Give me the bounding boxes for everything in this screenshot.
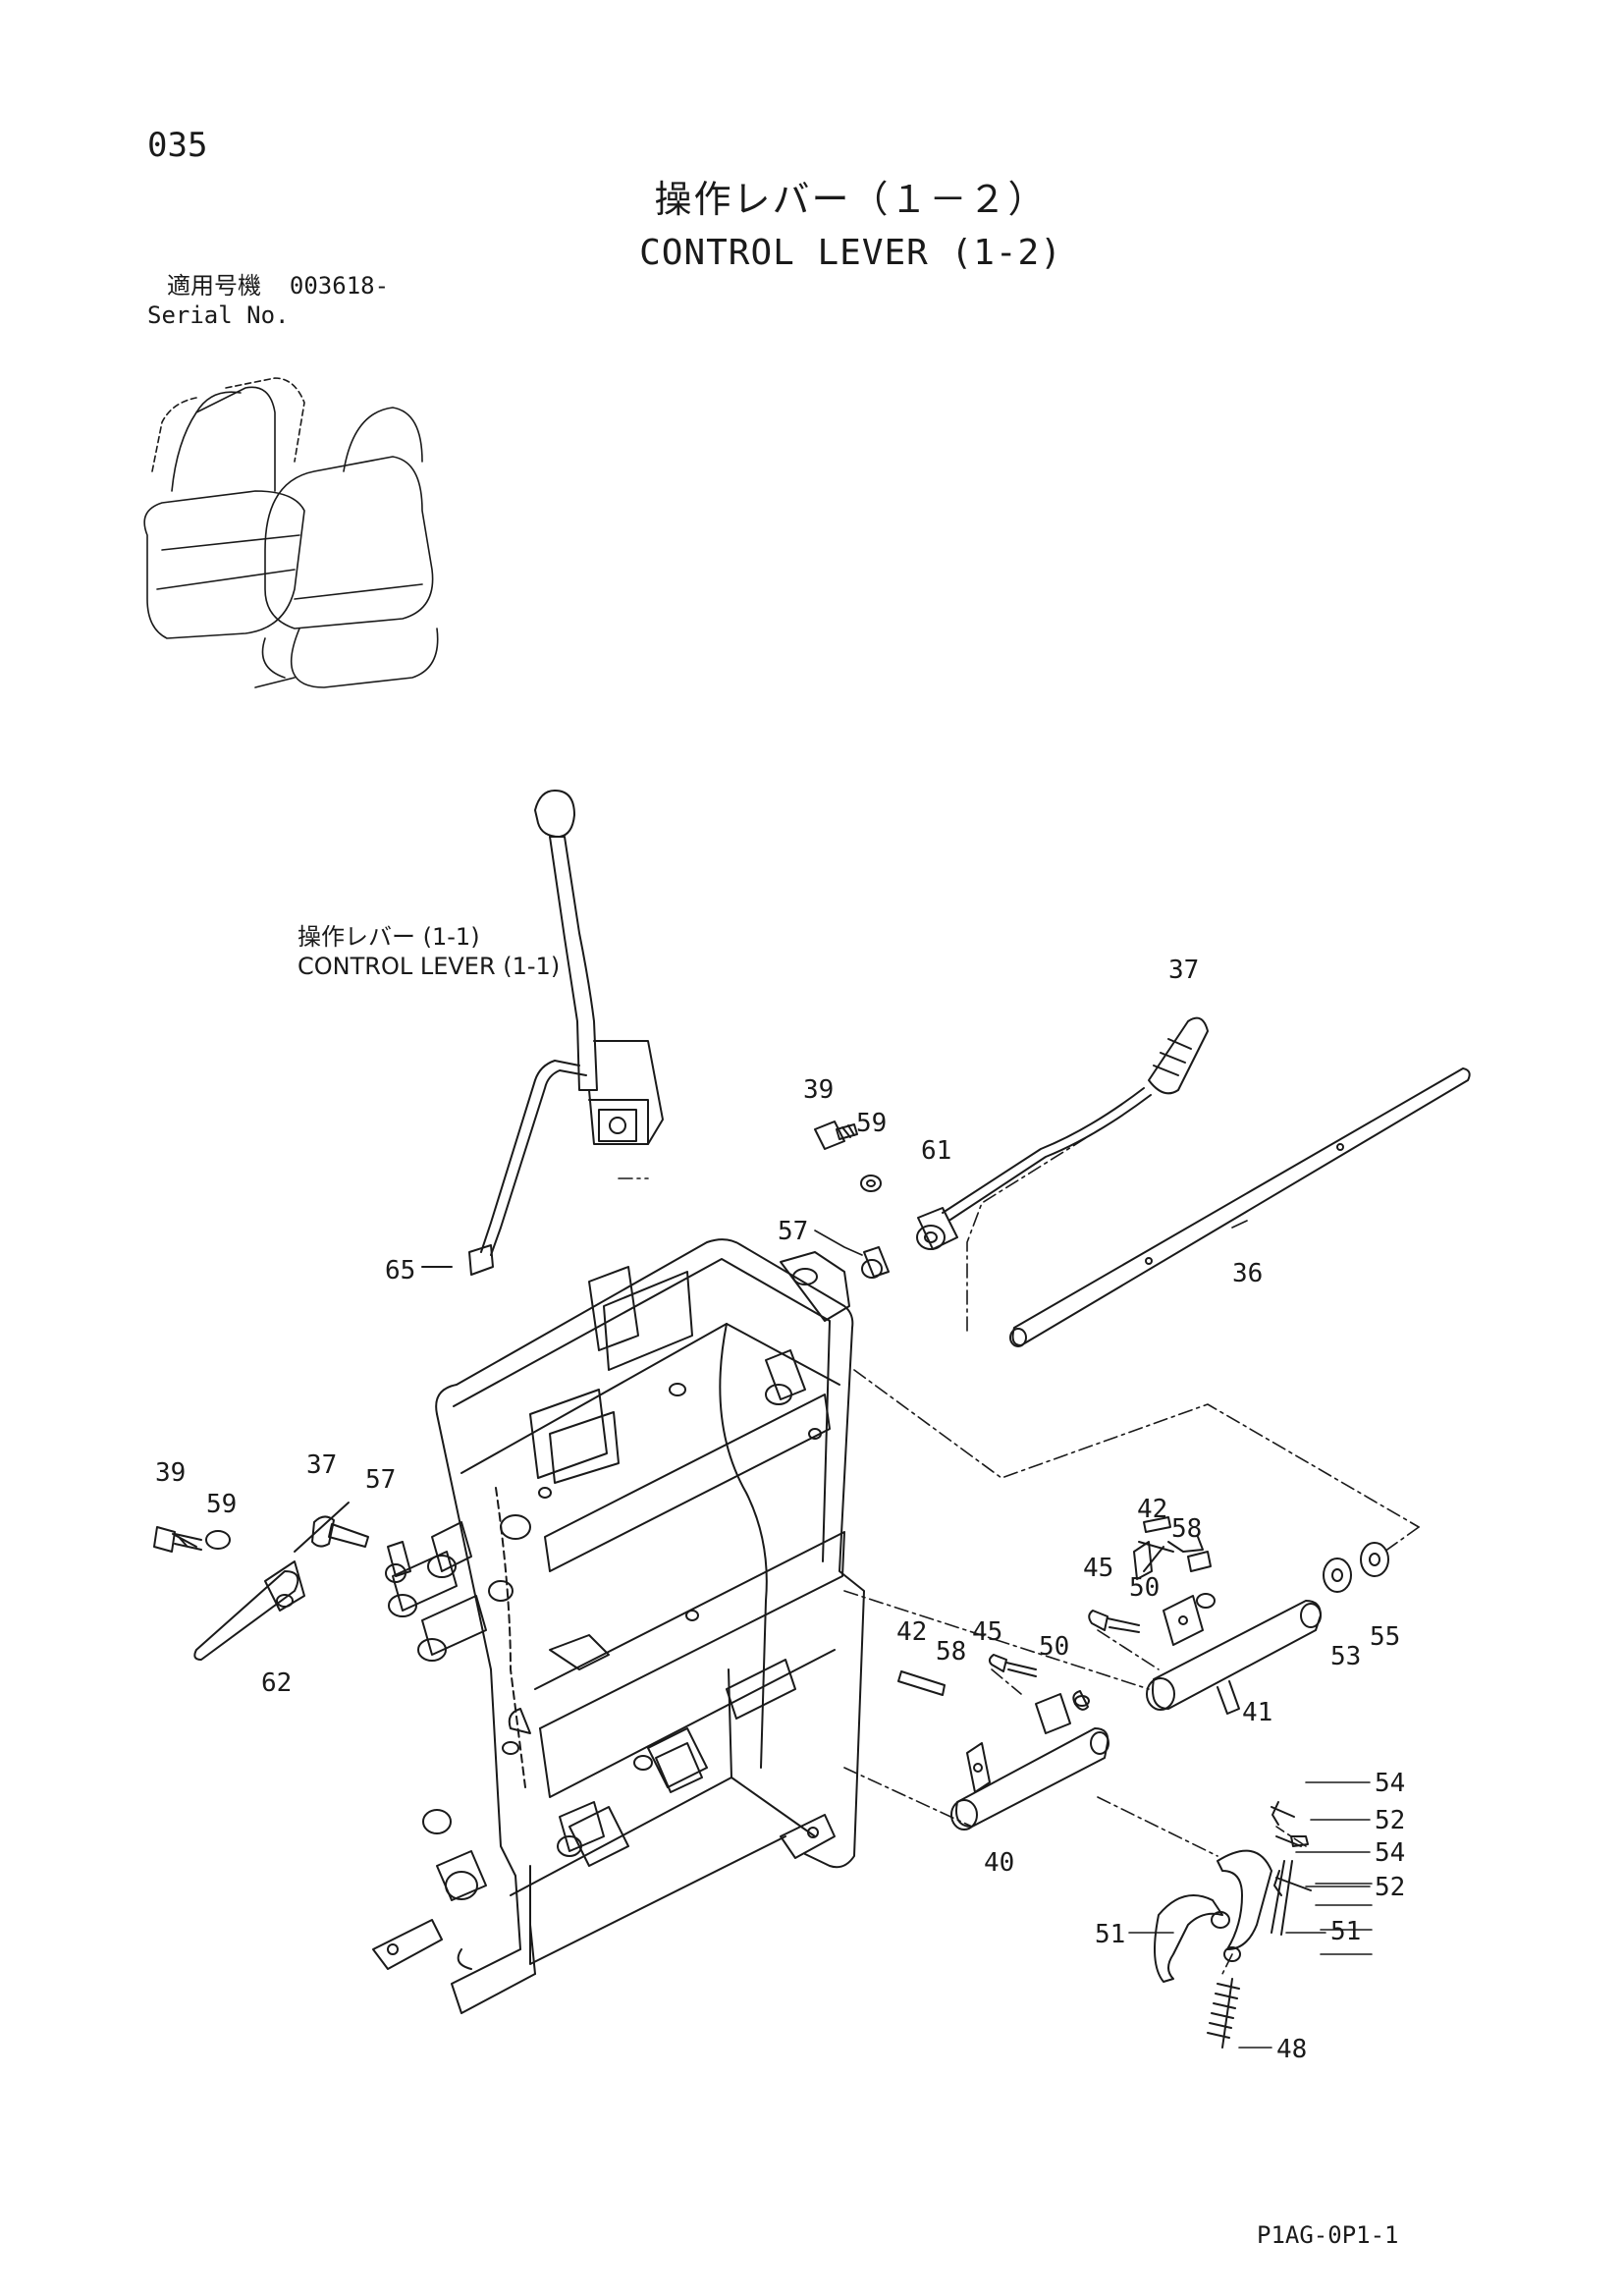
callout-42-left: 42 xyxy=(896,1617,927,1647)
callout-50-left: 50 xyxy=(1039,1632,1069,1662)
callout-52-a: 52 xyxy=(1375,1806,1405,1835)
serial-info: 適用号機 003618- Serial No. xyxy=(147,271,389,330)
serial-label-english: Serial No. xyxy=(147,301,290,329)
callout-41: 41 xyxy=(1242,1698,1272,1727)
reference-lever xyxy=(468,790,664,1276)
callout-39-left: 39 xyxy=(155,1458,186,1488)
callout-37-top: 37 xyxy=(1168,956,1199,985)
reference-label-japanese: 操作レバー (1-1) xyxy=(298,923,480,951)
callout-54-a: 54 xyxy=(1375,1769,1405,1798)
callout-52-b: 52 xyxy=(1375,1873,1405,1902)
callout-62: 62 xyxy=(261,1668,292,1698)
callout-57-top: 57 xyxy=(778,1217,808,1246)
detent-assembly xyxy=(1154,1801,1312,2049)
callout-37-left: 37 xyxy=(306,1450,337,1480)
callout-51-left: 51 xyxy=(1095,1920,1125,1949)
left-lever-assembly xyxy=(153,1502,411,1661)
frame-bushings xyxy=(388,1349,806,1901)
reference-label-english: CONTROL LEVER (1-1) xyxy=(298,953,560,980)
rod-part-36 xyxy=(1009,1067,1471,1347)
callout-40: 40 xyxy=(984,1848,1014,1878)
document-code: P1AG-0P1-1 xyxy=(1257,2221,1399,2249)
page-number: 035 xyxy=(147,126,208,165)
callout-55: 55 xyxy=(1370,1622,1400,1652)
title-japanese: 操作レバー（１－２） xyxy=(654,178,1048,221)
callout-51-right: 51 xyxy=(1330,1917,1361,1946)
callout-50-right: 50 xyxy=(1129,1573,1160,1603)
callout-54-b: 54 xyxy=(1375,1838,1405,1868)
callout-65: 65 xyxy=(385,1256,415,1285)
assembly-lines xyxy=(618,1128,1420,1975)
bracket-frame xyxy=(372,1238,865,2014)
title-english: CONTROL LEVER (1-2) xyxy=(639,233,1062,273)
upper-lever-assembly xyxy=(814,1016,1209,1279)
serial-label-japanese: 適用号機 xyxy=(167,272,261,300)
callout-61: 61 xyxy=(921,1136,951,1166)
locator-thumbnail xyxy=(143,377,439,688)
title-block: 操作レバー（１－２） CONTROL LEVER (1-2) xyxy=(0,169,1623,273)
callout-39-top: 39 xyxy=(803,1075,834,1105)
shaft-assemblies xyxy=(897,1516,1389,1831)
callout-42-right: 42 xyxy=(1137,1495,1167,1524)
callout-57-left: 57 xyxy=(365,1465,396,1495)
leader-lines xyxy=(814,1220,1373,2049)
detent-leaders xyxy=(1295,1781,1371,1887)
callout-59-left: 59 xyxy=(206,1490,237,1519)
callout-53: 53 xyxy=(1330,1642,1361,1671)
callout-36: 36 xyxy=(1232,1259,1263,1288)
callout-45-right: 45 xyxy=(1083,1554,1113,1583)
callout-58-right: 58 xyxy=(1171,1514,1202,1544)
callout-48: 48 xyxy=(1276,2035,1307,2064)
callout-59-top: 59 xyxy=(856,1109,887,1138)
serial-value: 003618- xyxy=(289,272,390,300)
callout-58-left: 58 xyxy=(936,1637,966,1667)
callout-45-left: 45 xyxy=(972,1617,1002,1647)
